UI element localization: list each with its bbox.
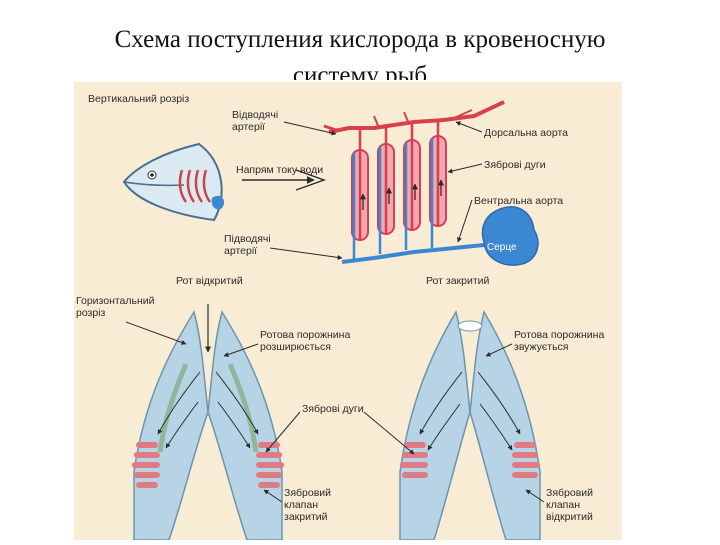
label-valve-closed-line: клапан (284, 499, 318, 511)
title-line-2: систему рыб (292, 62, 428, 80)
label-oral-cavity-expands-line: Ротова порожнина (260, 329, 350, 341)
label-water-direction: Напрям току води (236, 164, 323, 176)
label-horizontal-section-line: Горизонтальний (76, 295, 155, 307)
label-valve-open-line: Зябровий (546, 487, 593, 499)
label-valve-open-line: клапан (546, 499, 580, 511)
label-heart: Серце (487, 242, 517, 253)
label-ventral-aorta: Вентральна аорта (474, 195, 563, 207)
label-valve-closed-line: Зябровий (284, 487, 331, 499)
dorsal-aorta (328, 100, 505, 134)
horizontal-section-mouth-closed (399, 310, 541, 541)
label-valve-open-line: відкритий (546, 511, 593, 523)
label-oral-cavity-narrows-line: Ротова порожнина (514, 329, 604, 341)
label-gill-arches-bottom: Зяброві дуги (302, 403, 364, 415)
page-title: Схема поступления кислорода в кровеносну… (0, 22, 720, 80)
label-mouth-open: Рот відкритий (176, 275, 243, 287)
label-vertical-section: Вертикальний розріз (88, 93, 189, 105)
label-efferent-arteries-line: Відводячі (232, 109, 278, 121)
label-efferent-arteries-line: артерії (232, 121, 265, 133)
ventral-aorta (341, 242, 495, 264)
gill-filaments-right-b (512, 442, 540, 478)
gill-filaments-left-b (256, 442, 284, 488)
label-gill-arches-top: Зяброві дуги (484, 159, 546, 171)
title-line-1: Схема поступления кислорода в кровеносну… (114, 26, 606, 53)
gill-filaments-right-a (400, 442, 428, 478)
gill-filaments-left-a (132, 442, 160, 488)
horizontal-section-mouth-open (132, 304, 284, 541)
label-dorsal-aorta: Дорсальна аорта (484, 127, 568, 139)
fish-head-illustration (122, 142, 225, 222)
label-mouth-closed: Рот закритий (426, 275, 490, 287)
fish-gill-arches (178, 169, 212, 203)
gill-circulation (323, 100, 539, 266)
label-valve-closed-line: закритий (284, 511, 328, 523)
label-oral-cavity-expands-line: розширюється (260, 341, 331, 353)
label-afferent-arteries-line: Підводячі (224, 233, 271, 245)
label-horizontal-section-line: розріз (76, 307, 106, 319)
label-afferent-arteries-line: артерії (224, 245, 257, 257)
heart-shape (481, 206, 539, 266)
label-oral-cavity-narrows-line: звужується (514, 341, 569, 353)
